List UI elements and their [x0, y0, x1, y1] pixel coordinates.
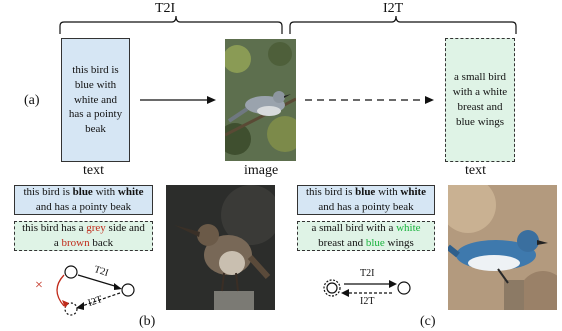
caption-text-right: text [465, 163, 486, 178]
c1-keyword-blue: blue [355, 186, 376, 199]
c1-part: this bird is [305, 186, 356, 199]
b1-keyword-blue: blue [72, 186, 93, 199]
c1-keyword-white: white [400, 186, 427, 199]
b1-keyword-white: white [117, 186, 144, 199]
c-t2i-arrow-label: T2I [360, 268, 375, 279]
c2-keyword-white: white [396, 222, 421, 235]
panel-c-label: (c) [420, 314, 436, 329]
b2-part: side and a [53, 222, 145, 249]
caption-image: image [244, 163, 279, 178]
c-text-box-1: this bird is blue with white and has a p… [297, 185, 435, 215]
c-i2t-arrow-label: I2T [360, 296, 375, 307]
c2-part: breast and [318, 237, 366, 249]
c-node-text-inner [326, 282, 338, 294]
b1-part: and has a pointy beak [35, 201, 132, 213]
c1-part: with [375, 186, 401, 199]
b-text-box-2: this bird has a grey side and a brown ba… [14, 221, 153, 251]
caption-text-left: text [83, 163, 104, 178]
c-consistency-diagram [323, 279, 411, 297]
text-box-left: this bird is blue with white and has a p… [61, 38, 130, 162]
c-text-box-2: a small bird with a white breast and blu… [297, 221, 435, 251]
panel-a-label: (a) [24, 93, 40, 108]
b2-part: this bird has a [22, 222, 87, 235]
b1-part: with [92, 186, 118, 199]
b1-part: this bird is [23, 186, 73, 199]
bird-photo-b [166, 185, 275, 310]
i2t-label: I2T [383, 1, 404, 16]
bird-photo-c [448, 185, 557, 310]
c1-part: and has a pointy beak [318, 201, 414, 213]
t2i-label: T2I [155, 1, 176, 16]
b2-part: back [89, 237, 114, 249]
b-cycle-diagram [56, 265, 135, 316]
c-node-image [397, 281, 411, 295]
b2-keyword-brown: brown [61, 237, 90, 249]
b-node-text [64, 265, 78, 279]
b-node-image [121, 283, 135, 297]
c2-part: a small bird with a [311, 222, 397, 235]
panel-b-label: (b) [139, 314, 156, 329]
b2-keyword-grey: grey [86, 222, 106, 235]
bird-photo-top [225, 39, 296, 161]
text-box-right: a small bird with a white breast and blu… [445, 38, 515, 162]
c2-keyword-blue: blue [365, 237, 385, 249]
b-text-box-1: this bird is blue with white and has a p… [14, 185, 153, 215]
c2-part: wings [384, 237, 414, 249]
b-node-generated-text [64, 302, 78, 316]
b-cross-icon: × [35, 278, 43, 293]
